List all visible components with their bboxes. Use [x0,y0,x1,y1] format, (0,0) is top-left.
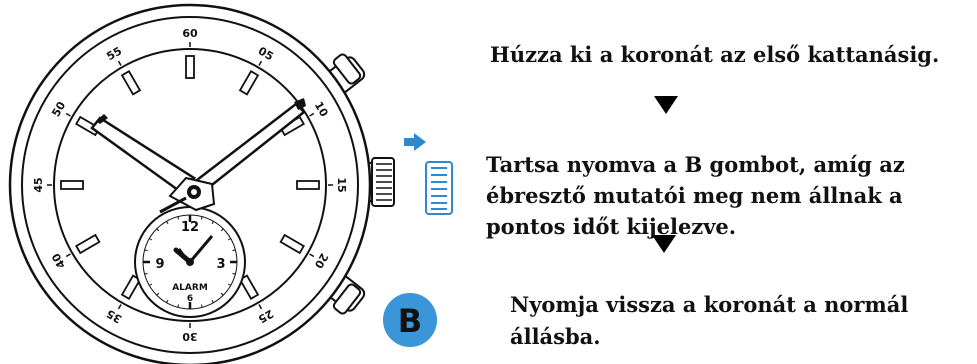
bezel-tick [309,112,315,117]
step-1-text: Húzza ki a koronát az első kattanásig. [490,42,940,67]
bezel-number-15: 15 [335,177,348,192]
subdial-tick [177,216,180,220]
hour-marker [279,233,305,255]
subdial-tick [149,238,153,241]
pulled-crown-icon [425,161,453,215]
bezel-tick [258,304,263,310]
subdial-tick [144,272,148,275]
bezel-number-30: 30 [182,330,198,343]
step-3-line-1: Nyomja vissza a koronát a normál [510,292,909,317]
subdial-tick [156,228,160,232]
hour-marker [296,180,320,190]
subdial-tick [200,216,203,220]
step-3-line-2: állásba. [510,324,601,349]
subdial-tick [211,299,214,303]
subdial-tick [220,228,224,232]
subdial-alarm-label: ALARM [172,283,208,293]
subdial-tick [166,299,169,303]
bezel-tick [65,112,71,117]
alarm-hands [173,235,214,266]
bezel-tick [65,253,71,258]
subdial-tick [156,292,160,296]
subdial-tick [177,304,180,308]
subdial-tick [227,283,231,286]
bezel-number-45: 45 [32,177,45,192]
hour-marker [238,70,260,96]
step-2-line-2: ébresztő mutatói meg nem állnak a [486,183,903,208]
subdial-tick [220,292,224,296]
subdial-number-6: 6 [187,294,193,304]
hour-markers [47,42,333,328]
subdial-tick [232,272,236,275]
bezel-tick [258,60,263,66]
subdial-tick [200,304,203,308]
step-2-line-3: pontos időt kijelezve. [486,214,737,239]
subdial-tick [211,221,214,225]
hour-marker [120,70,142,96]
subdial-number-12: 12 [181,220,199,235]
subdial-tick [166,221,169,225]
subdial-tick [232,249,236,252]
subdial-ticks [143,215,237,309]
step-2-line-1: Tartsa nyomva a B gombot, amíg az [486,152,905,177]
hour-marker [185,55,195,79]
hour-marker [60,180,84,190]
bezel-tick [309,253,315,258]
center-hub [159,176,216,214]
subdial-tick [144,249,148,252]
bezel-tick [117,304,122,310]
b-button-badge [383,293,437,347]
subdial-number-3: 3 [216,257,225,272]
bezel-number-60: 60 [182,27,198,40]
b-button-letter: B [398,302,422,340]
arrow-right-icon [404,133,426,151]
subdial-tick [149,283,153,286]
hour-marker [75,233,101,255]
triangle-down-icon [652,235,676,253]
bezel-tick [117,60,122,66]
subdial-number-9: 9 [155,257,164,272]
subdial-tick [227,238,231,241]
triangle-down-icon [654,96,678,114]
